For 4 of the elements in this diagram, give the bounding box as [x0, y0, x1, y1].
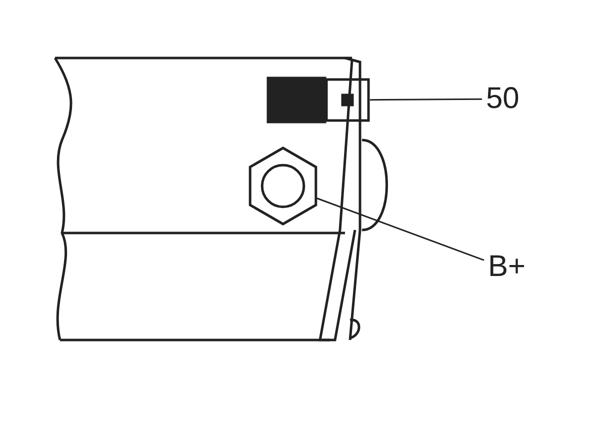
- callout-label: B+: [488, 252, 526, 282]
- leader-line: [316, 198, 484, 261]
- callout-label: 50: [486, 84, 520, 114]
- leader-line: [370, 98, 482, 101]
